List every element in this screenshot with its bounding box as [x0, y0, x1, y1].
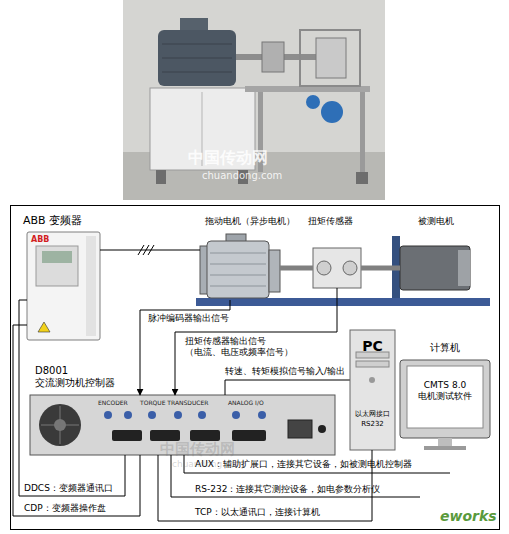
computer-monitor: 计算机CMTS 8.0 电机测试软件	[400, 360, 490, 438]
photo-foot	[156, 170, 166, 184]
node-title: 扭矩传感器	[308, 216, 368, 227]
photo-tested-motor	[316, 38, 346, 78]
tested-motor-body	[400, 246, 470, 290]
coupling	[343, 261, 357, 275]
signal-label: 转速、转矩模拟信号输入/输出	[225, 366, 345, 377]
fan	[39, 404, 81, 446]
fan-grille	[60, 406, 61, 444]
knob	[232, 411, 240, 419]
node-text: RS232	[351, 420, 394, 428]
inverter-display	[42, 251, 72, 263]
inverter-side	[86, 236, 96, 336]
panel-label: ANALOG I/O	[228, 399, 264, 406]
edge-label: TCP：以太通讯口，连接计算机	[195, 507, 395, 518]
coupling	[317, 261, 331, 275]
photo-blue-tank	[306, 95, 320, 109]
leader-line	[171, 455, 420, 497]
node-title: ABB 变频器	[23, 214, 115, 227]
photo-drag-motor	[158, 30, 236, 86]
d-sub-port	[150, 430, 180, 441]
photo-wall	[123, 0, 385, 200]
node-text: CMTS 8.0 电机测试软件	[408, 380, 482, 402]
watermark: chuandong.com	[202, 170, 282, 182]
signal-line	[175, 288, 337, 395]
monitor-neck	[438, 438, 452, 446]
shaft	[361, 266, 400, 271]
power-button	[369, 377, 375, 383]
diagram-frame	[11, 206, 500, 530]
inverter-keypad	[36, 246, 78, 286]
photo-bench-leg	[360, 92, 365, 172]
motor-flange	[269, 250, 280, 292]
photo-motor-fin	[162, 72, 232, 73]
inverter: ABB 变频器	[27, 232, 100, 340]
photo-torque-sensor	[262, 42, 284, 72]
motor-fin	[210, 275, 266, 276]
motor-stand	[392, 236, 400, 298]
monitor-frame	[400, 360, 490, 438]
photo-blue-tank	[321, 101, 343, 123]
signal-line	[100, 250, 200, 251]
d-sub-port	[232, 430, 266, 441]
power-socket	[288, 420, 312, 438]
watermark: 中国传动网	[160, 440, 235, 458]
knob	[104, 411, 112, 419]
knob	[174, 411, 182, 419]
drag-motor-body	[207, 241, 269, 298]
edge-label: CDP：变频器操作盘	[24, 503, 134, 514]
d-sub-port	[190, 430, 220, 441]
node-title: PC	[350, 338, 395, 355]
torque-sensor-body	[313, 248, 361, 288]
leader-line	[225, 380, 350, 395]
inverter-body	[27, 232, 100, 340]
drive-bay	[356, 361, 389, 367]
monitor-base	[424, 446, 466, 450]
watermark: chuandong.com	[172, 459, 244, 470]
photo-motor-fin	[162, 44, 232, 45]
fuse	[318, 425, 326, 433]
base-plate	[196, 298, 490, 306]
watermark: eworks	[440, 508, 497, 525]
d-sub-port	[112, 430, 142, 441]
warning-symbol	[38, 322, 50, 332]
signal-line	[19, 300, 125, 496]
node-title: D8001 交流测功机控制器	[35, 365, 135, 389]
brand-logo: ABB	[31, 235, 49, 245]
node-text: 以太网接口	[351, 410, 394, 418]
photo-foot	[356, 172, 368, 184]
edge-label: 扭矩传感器输出信号 （电流、电压或频率信号）	[185, 336, 300, 358]
motor-fin	[210, 253, 266, 254]
monitor-screen	[407, 366, 483, 428]
node-title: 拖动电机（异步电机）	[205, 216, 305, 227]
motor-fin	[210, 286, 266, 287]
shaft	[280, 266, 313, 271]
panel-label: ENCODER	[98, 399, 128, 406]
node-title: 计算机	[420, 342, 470, 354]
phase-mark	[148, 245, 154, 255]
watermark: 中国传动网	[188, 148, 268, 167]
knob	[258, 411, 266, 419]
pc-tower	[350, 330, 395, 450]
node-title: 被测电机	[418, 216, 470, 227]
drag-motor: 拖动电机（异步电机）	[200, 240, 280, 300]
signal-line	[13, 325, 140, 516]
photo-motor-fin	[162, 58, 232, 59]
phase-mark	[138, 245, 144, 255]
photo-test-frame	[300, 30, 360, 86]
knob	[124, 411, 132, 419]
panel-label: TORQUE TRANSDUCER	[140, 399, 209, 406]
photo-motor-box	[180, 18, 208, 32]
knob	[198, 411, 206, 419]
edge-label: DDCS：变频器通讯口	[24, 483, 124, 494]
tested-motor: 被测电机	[400, 244, 470, 290]
motor-fin	[210, 264, 266, 265]
edge-label: 脉冲编码器输出信号	[148, 313, 258, 324]
phase-mark	[143, 245, 149, 255]
tested-motor-end	[458, 250, 470, 286]
knob	[148, 411, 156, 419]
pc-tower: PC 以太网接口 RS232	[350, 330, 395, 450]
port-label: RS-232：连接其它测控设备，如电参数分析仪	[195, 484, 380, 495]
torque-sensor: 扭矩传感器	[313, 248, 361, 288]
